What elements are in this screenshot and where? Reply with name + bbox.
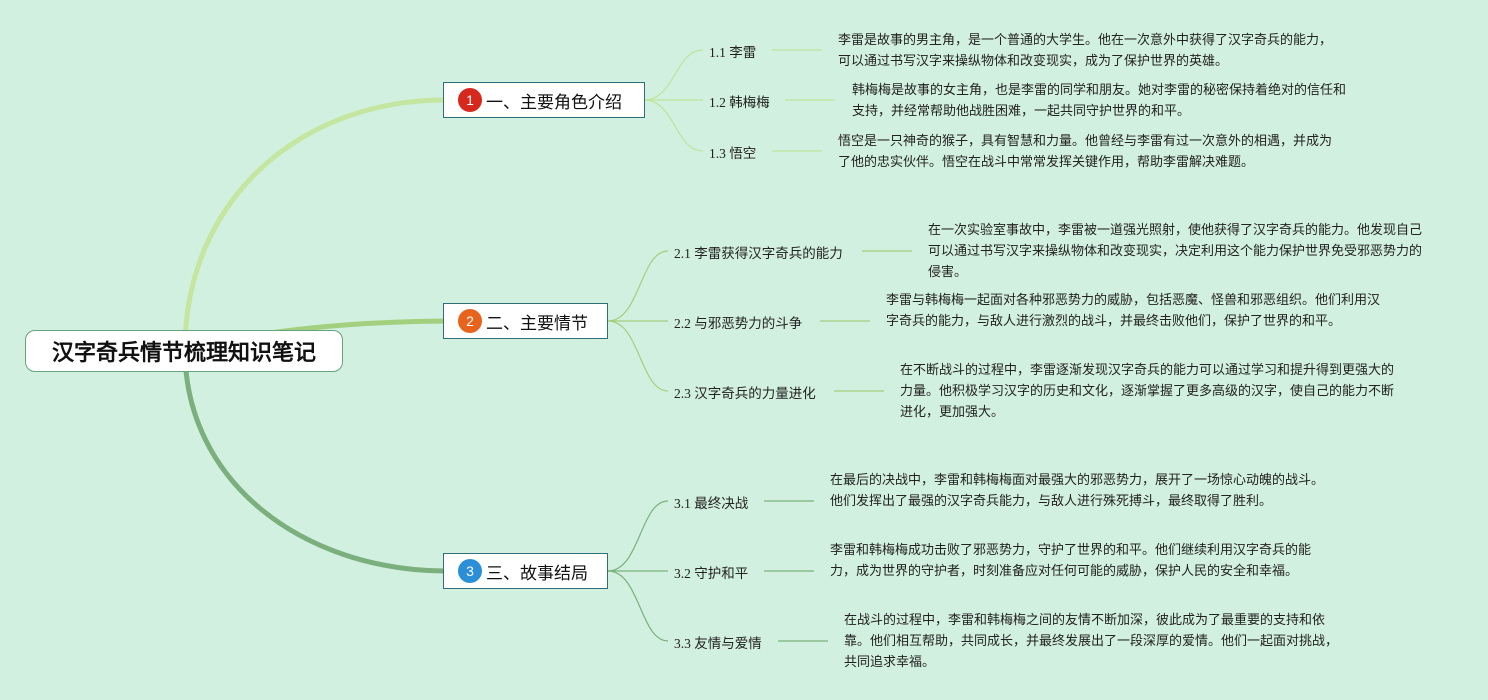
- subtopic-number: 1.1: [709, 45, 726, 60]
- subtopic-node[interactable]: 3.2 守护和平: [674, 562, 748, 582]
- subtopic-label: 汉字奇兵的力量进化: [694, 386, 816, 402]
- description-text: 悟空是一只神奇的猴子，具有智慧和力量。他曾经与李雷有过一次意外的相遇，并成为了他…: [838, 134, 1333, 170]
- b1-link-3: [643, 99, 704, 152]
- subtopic-label: 李雷: [729, 45, 757, 61]
- branch-node-characters[interactable]: 1 一、主要角色介绍: [443, 82, 645, 118]
- description-text: 在最后的决战中，李雷和韩梅梅面对最强大的邪恶势力，展开了一场惊心动魄的战斗。他们…: [830, 473, 1325, 509]
- number-badge: 3: [458, 559, 482, 583]
- subtopic-number: 3.3: [674, 636, 691, 651]
- b3-link-1: [607, 500, 669, 572]
- description-text: 在战斗的过程中，李雷和韩梅梅之间的友情不断加深，彼此成为了最重要的支持和依靠。他…: [844, 613, 1339, 670]
- subtopic-number: 3.2: [674, 566, 691, 581]
- subtopic-node[interactable]: 1.1 李雷: [709, 41, 756, 61]
- b2-link-1: [607, 250, 669, 322]
- subtopic-node[interactable]: 1.3 悟空: [709, 142, 756, 162]
- number-badge: 2: [458, 309, 482, 333]
- subtopic-label: 与邪恶势力的斗争: [694, 316, 803, 332]
- b3-link-3: [607, 570, 669, 642]
- description-text: 在一次实验室事故中，李雷被一道强光照射，使他获得了汉字奇兵的能力。他发现自己可以…: [928, 223, 1423, 280]
- subtopic-number: 2.1: [674, 246, 691, 261]
- branch-node-ending[interactable]: 3 三、故事结局: [443, 553, 608, 589]
- description-text: 李雷是故事的男主角，是一个普通的大学生。他在一次意外中获得了汉字奇兵的能力，可以…: [838, 33, 1333, 69]
- subtopic-node[interactable]: 1.2 韩梅梅: [709, 91, 770, 111]
- branch-title: 三、故事结局: [486, 563, 588, 584]
- subtopic-label: 友情与爱情: [694, 636, 762, 652]
- subtopic-node[interactable]: 2.3 汉字奇兵的力量进化: [674, 382, 816, 402]
- b1-link-1: [643, 49, 704, 101]
- subtopic-number: 3.1: [674, 496, 691, 511]
- number-badge: 1: [458, 88, 482, 112]
- subtopic-node[interactable]: 2.1 李雷获得汉字奇兵的能力: [674, 242, 843, 262]
- root-link-3: [182, 347, 448, 574]
- b2-link-3: [607, 320, 669, 392]
- subtopic-label: 李雷获得汉字奇兵的能力: [694, 246, 843, 262]
- description-text: 在不断战斗的过程中，李雷逐渐发现汉字奇兵的能力可以通过学习和提升得到更强大的力量…: [900, 363, 1395, 420]
- subtopic-node[interactable]: 3.1 最终决战: [674, 492, 748, 512]
- branch-title: 一、主要角色介绍: [486, 92, 622, 113]
- subtopic-label: 韩梅梅: [729, 95, 770, 111]
- subtopic-node[interactable]: 2.2 与邪恶势力的斗争: [674, 312, 802, 332]
- subtopic-label: 悟空: [729, 146, 757, 162]
- subtopic-number: 1.3: [709, 146, 726, 161]
- root-link-1: [182, 97, 448, 353]
- subtopic-number: 1.2: [709, 95, 726, 110]
- description-text: 韩梅梅是故事的女主角，也是李雷的同学和朋友。她对李雷的秘密保持着绝对的信任和支持…: [852, 83, 1347, 119]
- root-node[interactable]: 汉字奇兵情节梳理知识笔记: [25, 330, 343, 372]
- branch-node-plot[interactable]: 2 二、主要情节: [443, 303, 608, 339]
- subtopic-label: 最终决战: [694, 496, 749, 512]
- branch-title: 二、主要情节: [486, 313, 588, 334]
- subtopic-number: 2.2: [674, 316, 691, 331]
- subtopic-label: 守护和平: [694, 566, 749, 582]
- description-text: 李雷和韩梅梅成功击败了邪恶势力，守护了世界的和平。他们继续利用汉字奇兵的能力，成…: [830, 543, 1312, 579]
- subtopic-node[interactable]: 3.3 友情与爱情: [674, 632, 762, 652]
- description-text: 李雷与韩梅梅一起面对各种邪恶势力的威胁，包括恶魔、怪兽和邪恶组织。他们利用汉字奇…: [886, 293, 1381, 329]
- subtopic-number: 2.3: [674, 386, 691, 401]
